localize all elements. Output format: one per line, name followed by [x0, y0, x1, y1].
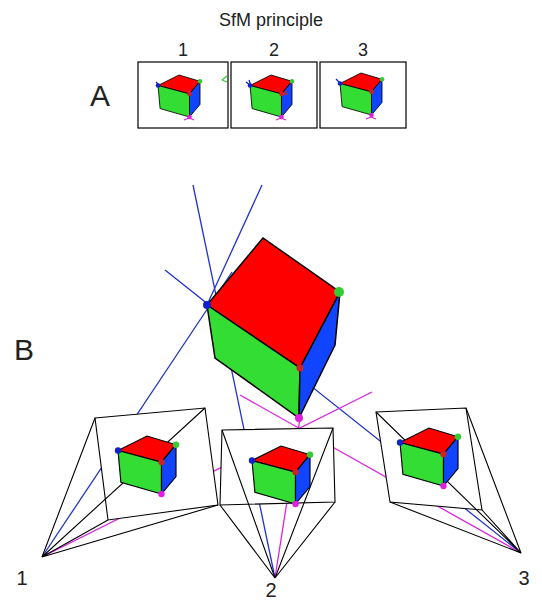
diagram-title: SfM principle	[219, 11, 323, 29]
blue-rays	[42, 185, 521, 578]
view-number: 3	[358, 41, 368, 59]
view-number: 2	[269, 41, 279, 59]
panel-label: A	[90, 81, 110, 111]
image-frames	[138, 62, 406, 128]
camera-number: 2	[265, 580, 276, 600]
view-number: 1	[178, 41, 188, 59]
camera-number: 3	[518, 568, 529, 588]
magenta-rays	[42, 380, 521, 578]
object-box	[207, 238, 340, 418]
camera-frustums	[42, 408, 521, 578]
feature-marks	[156, 76, 376, 120]
panel-cubes	[156, 73, 385, 119]
panel-label: B	[14, 335, 34, 365]
camera-number: 1	[16, 568, 27, 588]
camera-images	[115, 428, 461, 507]
